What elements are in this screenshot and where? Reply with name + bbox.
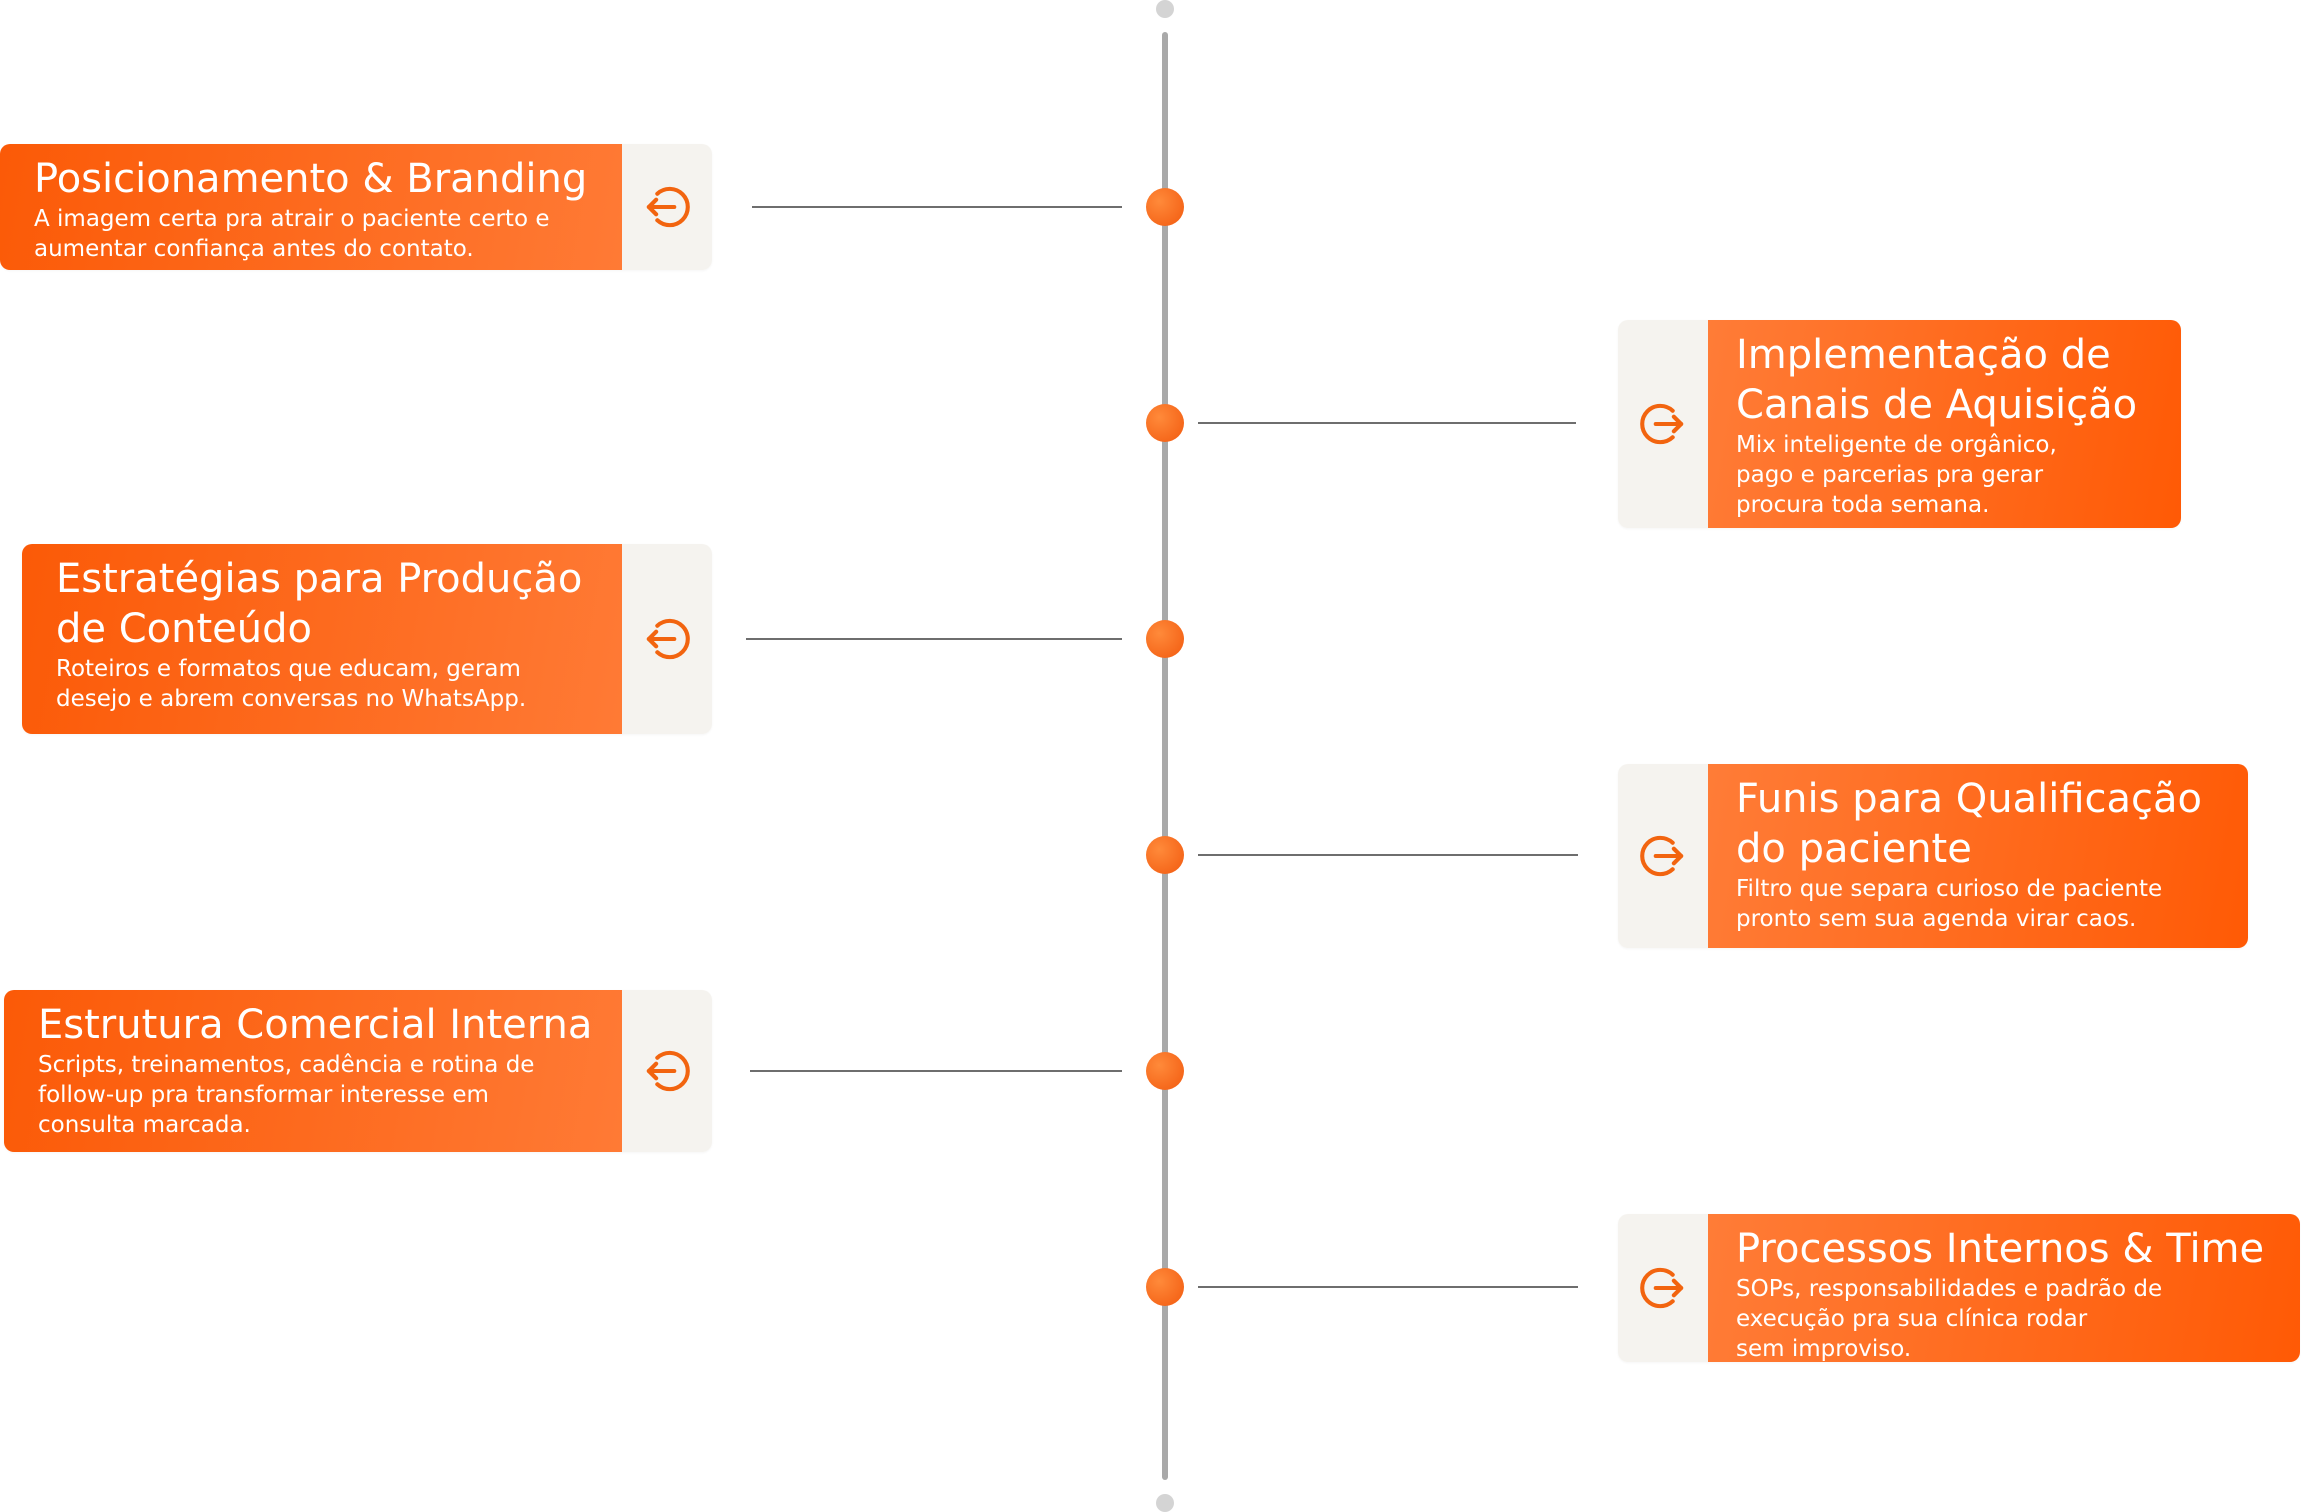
card-body: Processos Internos & Time SOPs, responsa… — [1708, 1214, 2300, 1362]
card-processos-internos[interactable]: Processos Internos & Time SOPs, responsa… — [1618, 1214, 2300, 1362]
login-arrow-left-icon — [622, 990, 712, 1152]
connector-6 — [1198, 1286, 1578, 1288]
card-description-line: pronto sem sua agenda virar caos. — [1736, 906, 2137, 932]
card-description-line: procura toda semana. — [1736, 492, 1990, 518]
timeline-node-4 — [1146, 836, 1184, 874]
card-title-line: Funis para Qualificação — [1736, 776, 2203, 822]
card-body: Funis para Qualificação do paciente Filt… — [1708, 764, 2248, 948]
timeline-start-dot — [1156, 0, 1174, 18]
card-body: Estrutura Comercial Interna Scripts, tre… — [4, 990, 622, 1152]
card-title: Processos Internos & Time — [1736, 1226, 2265, 1272]
card-description: Roteiros e formatos que educam, geram de… — [56, 654, 598, 714]
card-estrutura-comercial[interactable]: Estrutura Comercial Interna Scripts, tre… — [4, 990, 712, 1152]
card-description-line: pago e parcerias pra gerar — [1736, 462, 2044, 488]
timeline-line — [1162, 32, 1168, 1480]
card-title: Implementação de Canais de Aquisição — [1736, 330, 2155, 430]
card-title: Estratégias para Produção de Conteúdo — [56, 554, 598, 654]
card-body: Implementação de Canais de Aquisição Mix… — [1708, 320, 2181, 528]
card-description: Mix inteligente de orgânico, pago e parc… — [1736, 430, 2155, 520]
card-description-line: Mix inteligente de orgânico, — [1736, 432, 2057, 458]
card-funis-qualificacao[interactable]: Funis para Qualificação do paciente Filt… — [1618, 764, 2248, 948]
timeline-node-3 — [1146, 620, 1184, 658]
card-description-line: desejo e abrem conversas no WhatsApp. — [56, 686, 527, 712]
card-title-line: de Conteúdo — [56, 606, 312, 652]
card-title: Funis para Qualificação do paciente — [1736, 774, 2222, 874]
card-title: Estrutura Comercial Interna — [38, 1002, 593, 1048]
logout-arrow-right-icon — [1618, 764, 1708, 948]
login-arrow-left-icon — [622, 544, 712, 734]
connector-1 — [752, 206, 1122, 208]
card-description-line: A imagem certa pra atrair o paciente cer… — [34, 206, 550, 232]
card-description: SOPs, responsabilidades e padrão de exec… — [1736, 1274, 2274, 1362]
card-description-line: follow-up pra transformar interesse em — [38, 1082, 489, 1108]
card-producao-conteudo[interactable]: Estratégias para Produção de Conteúdo Ro… — [22, 544, 712, 734]
card-description-line: Filtro que separa curioso de paciente — [1736, 876, 2163, 902]
card-description-line: SOPs, responsabilidades e padrão de — [1736, 1276, 2163, 1302]
timeline-node-2 — [1146, 404, 1184, 442]
card-body: Estratégias para Produção de Conteúdo Ro… — [22, 544, 622, 734]
card-title-line: Implementação de — [1736, 332, 2111, 378]
card-description-line: aumentar confiança antes do contato. — [34, 236, 474, 262]
timeline-node-5 — [1146, 1052, 1184, 1090]
card-description: Scripts, treinamentos, cadência e rotina… — [38, 1050, 598, 1140]
login-arrow-left-icon — [622, 144, 712, 270]
connector-3 — [746, 638, 1122, 640]
logout-arrow-right-icon — [1618, 1214, 1708, 1362]
card-description-line: execução pra sua clínica rodar — [1736, 1306, 2088, 1332]
card-description-line: sem improviso. — [1736, 1336, 1912, 1362]
timeline-end-dot — [1156, 1494, 1174, 1512]
card-description: Filtro que separa curioso de paciente pr… — [1736, 874, 2222, 934]
card-posicionamento-branding[interactable]: Posicionamento & Branding A imagem certa… — [0, 144, 712, 270]
card-title-line: Estratégias para Produção — [56, 556, 583, 602]
card-canais-aquisicao[interactable]: Implementação de Canais de Aquisição Mix… — [1618, 320, 2181, 528]
card-title: Posicionamento & Branding — [34, 156, 588, 202]
card-body: Posicionamento & Branding A imagem certa… — [0, 144, 622, 270]
card-description-line: consulta marcada. — [38, 1112, 251, 1138]
card-title-line: do paciente — [1736, 826, 1972, 872]
timeline-node-1 — [1146, 188, 1184, 226]
timeline-node-6 — [1146, 1268, 1184, 1306]
connector-2 — [1198, 422, 1576, 424]
card-description-line: Scripts, treinamentos, cadência e rotina… — [38, 1052, 535, 1078]
connector-5 — [750, 1070, 1122, 1072]
card-title-line: Canais de Aquisição — [1736, 382, 2138, 428]
connector-4 — [1198, 854, 1578, 856]
logout-arrow-right-icon — [1618, 320, 1708, 528]
card-description: A imagem certa pra atrair o paciente cer… — [34, 204, 598, 264]
card-description-line: Roteiros e formatos que educam, geram — [56, 656, 521, 682]
